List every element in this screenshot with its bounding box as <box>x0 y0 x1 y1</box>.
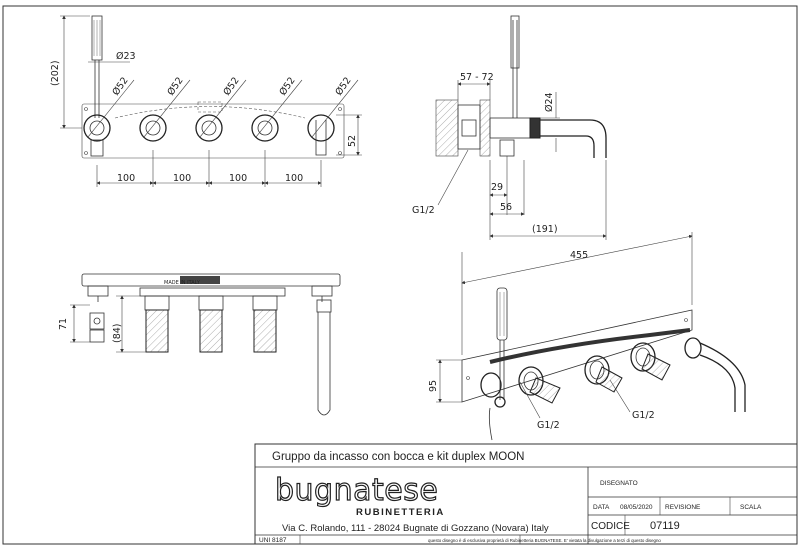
dim-56: 56 <box>500 202 512 213</box>
code-label: CODICE <box>591 521 630 532</box>
rosette-dia-5: Ø52 <box>333 75 353 97</box>
dim-29: 29 <box>491 182 503 193</box>
revision-label: REVISIONE <box>665 504 701 511</box>
iso-thread-left: G1/2 <box>537 420 560 431</box>
overall-width-dim: 455 <box>570 250 588 261</box>
spacing-dim-2: 100 <box>173 173 191 184</box>
iso-height-dim: 95 <box>428 380 439 392</box>
front-view: 100 100 100 100 (202) Ø23 Ø52 Ø52 Ø52 Ø5… <box>50 15 362 187</box>
code-value: 07119 <box>650 520 680 532</box>
dim-84: (84) <box>112 323 123 343</box>
scale-label: SCALA <box>740 504 762 511</box>
company-address: Via C. Rolando, 111 - 28024 Bugnate di G… <box>282 523 549 534</box>
drawing-title: Gruppo da incasso con bocca e kit duplex… <box>272 451 525 463</box>
rosette-dia-2: Ø52 <box>165 75 185 97</box>
hand-shower-dia: Ø23 <box>116 51 136 62</box>
spacing-dim-3: 100 <box>229 173 247 184</box>
disclaimer: questo disegno è di esclusiva proprietà … <box>428 538 661 543</box>
thread-label: G1/2 <box>412 205 435 216</box>
brand-logo: bugnatese <box>275 473 438 508</box>
spacing-dim-4: 100 <box>285 173 303 184</box>
side-view: 57 - 72 Ø24 G1/2 29 56 (191) <box>412 15 607 240</box>
rosette-dia-3: Ø52 <box>221 75 241 97</box>
dim-71: 71 <box>58 318 69 330</box>
overall-height-dim: (202) <box>50 60 61 86</box>
iso-view: 455 95 G1/2 G1/2 <box>428 232 746 441</box>
standard-ref: UNI 8187 <box>259 537 287 544</box>
rosette-dia-4: Ø52 <box>277 75 297 97</box>
title-block: Gruppo da incasso con bocca e kit duplex… <box>254 443 798 545</box>
top-view: MADE IN ITALY 71 (84) <box>58 273 341 416</box>
date-value: 08/05/2020 <box>620 504 653 511</box>
projection-dim: (191) <box>532 224 558 235</box>
plate-label: MADE IN ITALY <box>164 280 201 286</box>
spacing-dim-1: 100 <box>117 173 135 184</box>
rosette-height-dim: 52 <box>347 135 358 147</box>
rosette-dia-1: Ø52 <box>110 75 130 97</box>
spout-dia-dim: Ø24 <box>544 92 555 112</box>
drawn-label: DISEGNATO <box>600 480 638 487</box>
date-label: DATA <box>593 504 610 511</box>
iso-thread-right: G1/2 <box>632 410 655 421</box>
depth-range-dim: 57 - 72 <box>460 72 494 83</box>
brand-subtitle: RUBINETTERIA <box>356 507 445 518</box>
